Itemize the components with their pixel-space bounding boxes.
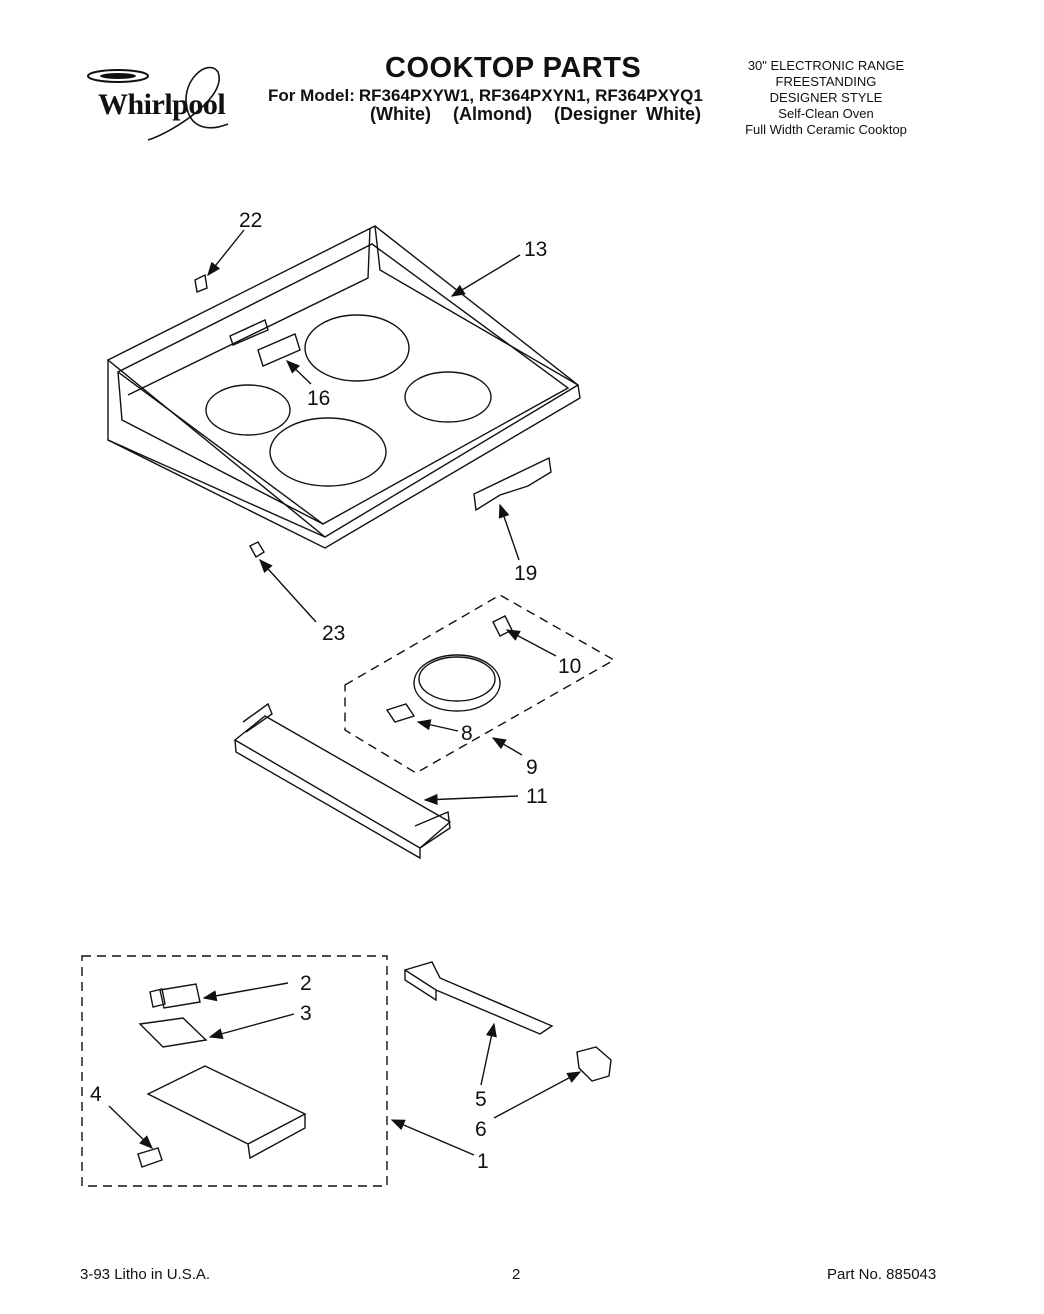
model-numbers: RF364PXYW1, RF364PXYN1, RF364PXYQ1 (358, 86, 703, 105)
spec-line: Full Width Ceramic Cooktop (745, 122, 907, 137)
callout-13: 13 (524, 238, 547, 261)
callout-8: 8 (461, 722, 473, 745)
callout-22: 22 (239, 209, 262, 232)
color-designer-white: (Designer White) (553, 104, 701, 124)
callout-23: 23 (322, 622, 345, 645)
callout-10: 10 (558, 655, 581, 678)
callout-4: 4 (90, 1083, 102, 1106)
spec-block: 30" ELECTRONIC RANGE FREESTANDING DESIGN… (726, 58, 926, 138)
part-19-bracket (473, 456, 552, 512)
callout-11: 11 (526, 785, 548, 808)
spec-line: Self-Clean Oven (778, 106, 874, 121)
part-2-switch (159, 983, 201, 1009)
part-23-clip (249, 541, 265, 558)
callout-numbers: 22 13 16 19 23 10 8 9 11 2 3 4 5 6 1 (90, 209, 581, 1173)
leader-arrows (108, 229, 582, 1156)
part-10-limiter (492, 615, 513, 637)
callout-16: 16 (307, 387, 330, 410)
model-line: For Model:RF364PXYW1, RF364PXYN1, RF364P… (268, 86, 703, 106)
whirlpool-logo: Whirlpool (78, 62, 253, 152)
logo-wordmark: Whirlpool (98, 88, 226, 121)
footer-part-number: Part No. 885043 (827, 1266, 937, 1283)
page-title: COOKTOP PARTS (385, 52, 642, 84)
part-1-group-outline (81, 955, 388, 1187)
part-22-clip (194, 273, 208, 293)
part-6-connector (576, 1046, 612, 1082)
spec-line: FREESTANDING (775, 74, 877, 89)
part-8-terminal (385, 703, 416, 723)
callout-5: 5 (475, 1088, 487, 1111)
part-9-group-outline (344, 594, 616, 774)
part-5-bar (403, 961, 554, 1035)
callout-6: 6 (475, 1118, 487, 1141)
spec-line: DESIGNER STYLE (769, 90, 883, 105)
part-16-trim (257, 333, 301, 367)
cooktop-assembly (106, 225, 581, 549)
surface-element (413, 654, 501, 712)
logo-swirl-icon (87, 66, 229, 141)
color-white: (White) (370, 104, 431, 124)
callout-19: 19 (514, 562, 537, 585)
model-label: For Model: (268, 86, 355, 105)
callout-9: 9 (526, 756, 538, 779)
part-11-rail (233, 715, 452, 849)
color-almond: (Almond) (452, 104, 532, 124)
part-3-insulator (138, 1017, 208, 1048)
footer-litho: 3-93 Litho in U.S.A. (80, 1266, 211, 1283)
spec-line: 30" ELECTRONIC RANGE (747, 58, 905, 73)
part-1-control (146, 1065, 307, 1145)
callout-3: 3 (300, 1002, 312, 1025)
footer-page-number: 2 (512, 1266, 521, 1283)
callout-2: 2 (300, 972, 312, 995)
callout-1: 1 (477, 1150, 489, 1173)
color-line: (White) (Almond) (Designer White) (370, 104, 723, 125)
part-4-clip (137, 1147, 163, 1168)
